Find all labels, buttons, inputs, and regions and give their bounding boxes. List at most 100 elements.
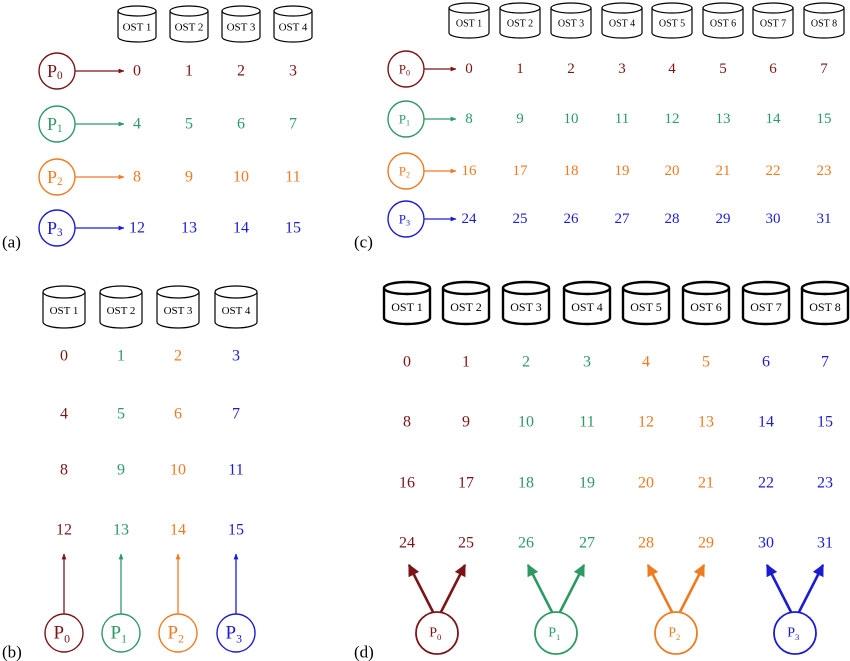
ost-cylinder: OST 3 (156, 285, 200, 329)
block-number: 13 (716, 111, 731, 127)
block-number: 5 (185, 116, 193, 133)
block-number: 16 (399, 475, 415, 492)
ost-label: OST 7 (760, 19, 786, 30)
block-number: 24 (462, 211, 478, 227)
ost-label: OST 8 (809, 300, 840, 314)
ost-cylinder-top (499, 2, 541, 14)
block-number: 8 (403, 414, 411, 431)
block-number: 26 (564, 211, 580, 227)
ost-cylinder-body (651, 8, 693, 39)
block-number: 27 (615, 211, 631, 227)
block-number: 18 (564, 163, 579, 179)
ost-label: OST 4 (571, 300, 602, 314)
block-number: 0 (60, 348, 68, 365)
block-number: 22 (766, 163, 781, 179)
process-p1: P1 (101, 613, 141, 653)
ost-cylinder: OST 4 (562, 280, 612, 326)
block-number: 2 (237, 63, 245, 80)
process-p0: P0 (44, 613, 84, 653)
block-number: 20 (638, 475, 654, 492)
process-circle (654, 611, 698, 655)
block-number: 15 (817, 111, 832, 127)
ost-cylinder: OST 2 (169, 5, 209, 43)
process-label: P2 (399, 164, 410, 180)
ost-label: OST 1 (50, 305, 79, 317)
block-number: 19 (615, 163, 630, 179)
ost-label: OST 6 (710, 19, 736, 30)
block-number: 6 (237, 116, 245, 133)
block-number: 13 (113, 522, 129, 539)
block-number: 18 (518, 475, 534, 492)
arrow (439, 563, 467, 613)
ost-label: OST 4 (609, 19, 635, 30)
ost-cylinder-top (702, 2, 744, 14)
block-number: 12 (56, 522, 72, 539)
process-circle (534, 611, 578, 655)
block-number: 9 (117, 462, 125, 479)
ost-label: OST 3 (510, 300, 541, 314)
process-p0: P0 (387, 50, 425, 88)
arrow (407, 563, 435, 613)
block-number: 10 (233, 169, 249, 186)
block-number: 8 (133, 169, 141, 186)
block-number: 15 (817, 414, 833, 431)
block-number: 7 (821, 354, 829, 371)
block-number: 17 (458, 475, 474, 492)
ost-cylinder-body (499, 8, 541, 39)
block-number: 8 (60, 462, 68, 479)
ost-cylinder: OST 4 (273, 5, 313, 43)
ost-label: OST 6 (690, 300, 721, 314)
ost-cylinder-body (99, 292, 143, 329)
process-circle (773, 611, 817, 655)
process-p3: P3 (38, 209, 76, 247)
process-p2: P2 (387, 152, 425, 190)
process-label: P1 (399, 112, 410, 128)
ost-label: OST 2 (107, 305, 136, 317)
process-p3: P3 (773, 611, 817, 655)
block-number: 14 (170, 522, 186, 539)
ost-cylinder-body (441, 288, 491, 326)
block-number: 11 (579, 414, 594, 431)
ost-label: OST 3 (164, 305, 193, 317)
process-p1: P1 (387, 100, 425, 138)
ost-cylinder-top (382, 280, 432, 296)
ost-cylinder-top (42, 285, 86, 299)
process-circle (101, 613, 141, 653)
process-p2: P2 (38, 158, 76, 196)
block-number: 0 (465, 61, 473, 77)
block-number: 13 (698, 414, 714, 431)
block-number: 4 (642, 354, 650, 371)
block-number: 5 (719, 61, 727, 77)
ost-cylinder: OST 3 (221, 5, 261, 43)
ost-cylinder: OST 1 (382, 280, 432, 326)
ost-cylinder-body (621, 288, 671, 326)
block-number: 12 (665, 111, 680, 127)
ost-label: OST 2 (450, 300, 481, 314)
process-circle (158, 613, 198, 653)
block-number: 14 (233, 220, 249, 237)
process-p0: P0 (415, 611, 459, 655)
ost-cylinder-body (169, 11, 209, 43)
block-number: 31 (817, 535, 833, 552)
block-number: 26 (518, 535, 534, 552)
block-number: 24 (399, 535, 415, 552)
block-number: 11 (615, 111, 629, 127)
ost-cylinder-top (441, 280, 491, 296)
block-number: 16 (462, 163, 478, 179)
block-number: 4 (668, 61, 676, 77)
ost-cylinder-top (621, 280, 671, 296)
block-number: 8 (465, 111, 473, 127)
ost-cylinder-body (156, 292, 200, 329)
process-p1: P1 (38, 105, 76, 143)
block-number: 21 (698, 475, 714, 492)
ost-cylinder-body (117, 11, 157, 43)
block-number: 5 (117, 406, 125, 423)
block-number: 2 (522, 354, 530, 371)
ost-cylinder-top (221, 5, 261, 17)
process-p1: P1 (534, 611, 578, 655)
ost-cylinder-body (562, 288, 612, 326)
ost-cylinder-top (741, 280, 791, 296)
ost-cylinder-body (382, 288, 432, 326)
process-circle (44, 613, 84, 653)
ost-cylinder: OST 2 (499, 2, 541, 39)
